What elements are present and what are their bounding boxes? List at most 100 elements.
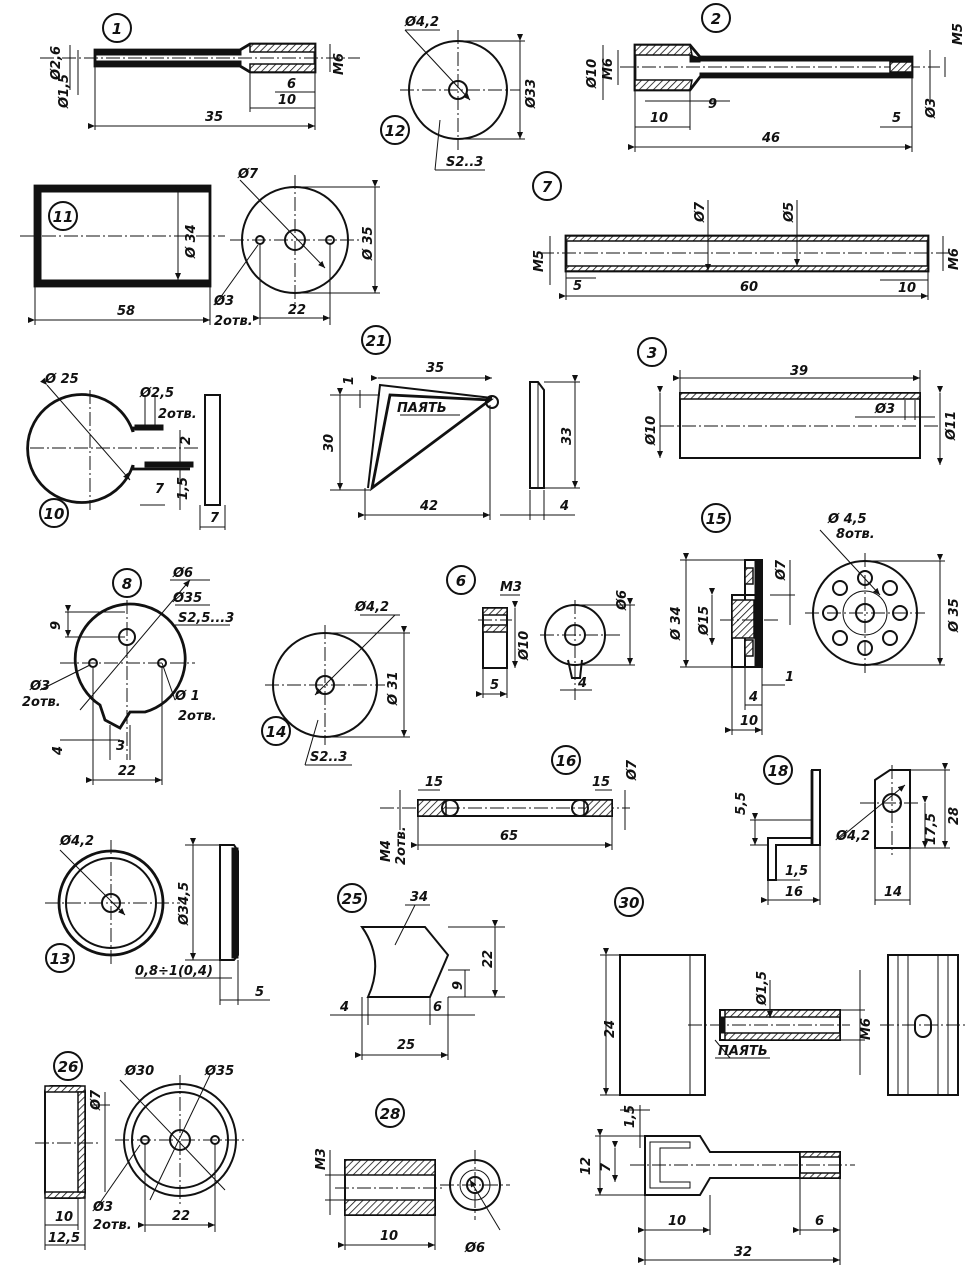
part-25: 25 34 22 9 4 6 25 bbox=[330, 883, 505, 1060]
part-6: 6 M3 Ø10 Ø6 5 4 bbox=[446, 565, 635, 700]
svg-text:Ø6: Ø6 bbox=[172, 566, 193, 581]
svg-text:Ø 4,5: Ø 4,5 bbox=[827, 512, 867, 527]
svg-text:10: 10 bbox=[44, 505, 65, 523]
svg-text:16: 16 bbox=[556, 752, 577, 770]
part-14: 14 Ø4,2 Ø 31 S2..3 bbox=[261, 600, 410, 766]
svg-text:24: 24 bbox=[603, 1020, 618, 1038]
part-fork-unnumbered: 1,5 12 7 10 6 32 bbox=[579, 1105, 855, 1265]
svg-text:28: 28 bbox=[947, 807, 962, 825]
svg-text:Ø4,2: Ø4,2 bbox=[354, 600, 389, 615]
svg-text:5,5: 5,5 bbox=[734, 792, 749, 815]
svg-text:13: 13 bbox=[50, 950, 71, 968]
svg-text:10: 10 bbox=[380, 1229, 398, 1244]
svg-text:Ø15: Ø15 bbox=[697, 606, 712, 636]
svg-text:7: 7 bbox=[155, 482, 165, 497]
svg-text:Ø5: Ø5 bbox=[782, 202, 797, 223]
svg-text:18: 18 bbox=[768, 762, 789, 780]
part-10: 10 Ø 25 Ø2,5 2отв. 2 7 1,5 7 bbox=[26, 372, 226, 530]
svg-text:5: 5 bbox=[255, 985, 264, 1000]
svg-text:Ø 35: Ø 35 bbox=[947, 598, 962, 633]
svg-text:9: 9 bbox=[451, 981, 466, 990]
svg-text:5: 5 bbox=[573, 279, 582, 294]
part-1: 1 35 10 6 Ø2,6 Ø1,5 M6 bbox=[40, 13, 360, 130]
svg-text:2отв.: 2отв. bbox=[178, 709, 217, 724]
svg-text:Ø 34: Ø 34 bbox=[669, 606, 684, 641]
svg-text:2отв.: 2отв. bbox=[214, 314, 253, 329]
svg-text:Ø34,5: Ø34,5 bbox=[177, 882, 192, 926]
svg-text:Ø4,2: Ø4,2 bbox=[835, 829, 870, 844]
svg-text:2отв.: 2отв. bbox=[93, 1218, 132, 1233]
svg-text:Ø10: Ø10 bbox=[644, 416, 659, 446]
svg-text:4: 4 bbox=[559, 499, 569, 514]
svg-text:Ø1,5: Ø1,5 bbox=[755, 971, 770, 1006]
svg-text:S2,5...3: S2,5...3 bbox=[178, 611, 234, 626]
svg-text:Ø1,5: Ø1,5 bbox=[57, 74, 72, 109]
svg-text:7: 7 bbox=[542, 178, 553, 196]
svg-text:Ø 35: Ø 35 bbox=[361, 226, 376, 261]
svg-text:Ø3: Ø3 bbox=[92, 1200, 113, 1215]
svg-text:21: 21 bbox=[366, 332, 387, 350]
part-2: 2 46 10 9 5 Ø10 M6 M5 Ø3 bbox=[585, 3, 966, 152]
svg-text:60: 60 bbox=[740, 280, 758, 295]
part-15: 15 Ø 4,5 8от bbox=[669, 503, 962, 735]
svg-text:4: 4 bbox=[51, 746, 66, 756]
part-number: 1 bbox=[112, 20, 122, 38]
svg-text:M3: M3 bbox=[500, 580, 522, 595]
svg-text:9: 9 bbox=[49, 621, 64, 630]
part-7: 7 60 5 10 Ø7 Ø5 M5 M6 bbox=[532, 171, 962, 300]
svg-text:7: 7 bbox=[599, 1162, 614, 1172]
svg-text:Ø3: Ø3 bbox=[924, 98, 939, 119]
svg-text:1,5: 1,5 bbox=[785, 864, 808, 879]
part-11: 11 58 Ø 34 Ø7 Ø 35 Ø3 2отв. 22 bbox=[20, 167, 380, 329]
svg-text:14: 14 bbox=[266, 723, 287, 741]
svg-text:8отв.: 8отв. bbox=[836, 527, 875, 542]
svg-text:10: 10 bbox=[278, 93, 296, 108]
part-26: 26 Ø7 Ø30 Ø35 10 12,5 Ø3 2отв. 22 bbox=[35, 1051, 245, 1250]
svg-text:3: 3 bbox=[116, 739, 125, 754]
svg-text:42: 42 bbox=[419, 499, 438, 514]
svg-text:15: 15 bbox=[706, 510, 727, 528]
svg-text:Ø 1: Ø 1 bbox=[174, 689, 200, 704]
svg-text:M6: M6 bbox=[601, 58, 616, 80]
svg-text:S2..3: S2..3 bbox=[446, 155, 483, 170]
svg-text:10: 10 bbox=[650, 111, 668, 126]
svg-text:Ø10: Ø10 bbox=[585, 59, 600, 89]
svg-text:12: 12 bbox=[385, 122, 406, 140]
svg-text:Ø33: Ø33 bbox=[524, 79, 539, 109]
svg-text:11: 11 bbox=[53, 208, 74, 226]
svg-text:10: 10 bbox=[668, 1214, 686, 1229]
part-28: 28 M3 10 Ø6 bbox=[314, 1098, 510, 1256]
svg-text:6: 6 bbox=[815, 1214, 824, 1229]
svg-text:10: 10 bbox=[740, 714, 758, 729]
svg-text:7: 7 bbox=[210, 511, 220, 526]
svg-text:Ø6: Ø6 bbox=[615, 590, 630, 611]
svg-text:6: 6 bbox=[433, 1000, 442, 1015]
svg-text:2отв.: 2отв. bbox=[394, 826, 409, 865]
svg-text:6: 6 bbox=[287, 77, 296, 92]
svg-text:35: 35 bbox=[205, 110, 223, 125]
part-number-circle bbox=[102, 13, 132, 43]
part-30: 30 24 Ø1,5 M6 ПАЯТЬ bbox=[600, 887, 965, 1096]
part-21: 21 35 1 30 ПАЯТЬ 42 33 4 bbox=[322, 325, 580, 520]
svg-text:Ø7: Ø7 bbox=[693, 201, 708, 223]
svg-text:17,5: 17,5 bbox=[924, 813, 939, 845]
svg-text:ПАЯТЬ: ПАЯТЬ bbox=[718, 1044, 768, 1059]
svg-text:9: 9 bbox=[708, 97, 717, 112]
part-16: 16 15 15 Ø7 M4 2отв. 65 bbox=[379, 745, 640, 865]
svg-text:4: 4 bbox=[577, 676, 587, 691]
svg-text:10: 10 bbox=[55, 1210, 73, 1225]
svg-text:ПАЯТЬ: ПАЯТЬ bbox=[397, 401, 447, 416]
svg-text:2: 2 bbox=[711, 10, 721, 28]
part-8: 8 Ø6 Ø35 S2,5...3 9 Ø3 2отв. Ø 1 2отв. 4… bbox=[22, 566, 234, 785]
svg-text:Ø3: Ø3 bbox=[213, 294, 234, 309]
svg-text:58: 58 bbox=[117, 304, 135, 319]
svg-text:26: 26 bbox=[58, 1058, 79, 1076]
svg-text:34: 34 bbox=[410, 890, 428, 905]
svg-text:M6: M6 bbox=[859, 1018, 874, 1040]
svg-text:M3: M3 bbox=[314, 1148, 329, 1170]
svg-text:1: 1 bbox=[785, 670, 794, 685]
svg-text:Ø35: Ø35 bbox=[204, 1064, 234, 1079]
part-13: 13 Ø4,2 Ø34,5 0,8÷1(0,4) 5 bbox=[45, 834, 270, 1005]
svg-text:1: 1 bbox=[342, 376, 357, 385]
